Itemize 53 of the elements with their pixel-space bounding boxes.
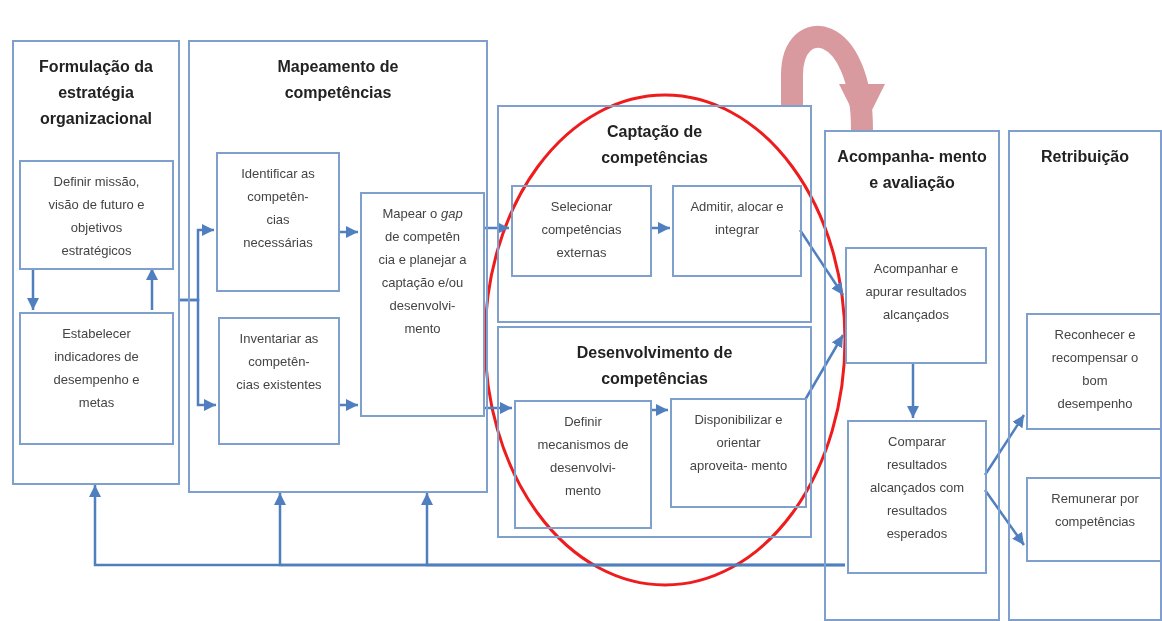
process-box bbox=[218, 317, 340, 445]
arrow bbox=[27, 268, 39, 310]
panel-heading: Captação de competências bbox=[600, 122, 709, 168]
box-text: Disponibilizar e orientar aproveita- mento bbox=[688, 411, 789, 475]
process-box bbox=[511, 185, 652, 277]
process-box bbox=[360, 192, 485, 417]
arrow bbox=[421, 493, 845, 567]
panel-heading: Mapeamento de competências bbox=[276, 57, 400, 103]
box-text: Admitir, alocar e integrar bbox=[690, 198, 784, 239]
box-text: Remunerar por competências bbox=[1050, 490, 1140, 531]
process-box bbox=[845, 247, 987, 364]
arrow bbox=[983, 414, 1026, 476]
arrow bbox=[650, 404, 668, 416]
box-text: Definir missão, visão de futuro e objetivos estratégicos bbox=[47, 173, 146, 260]
stage-panel bbox=[188, 40, 488, 493]
panel-heading: Acompanha- mento e avaliação bbox=[836, 147, 988, 193]
process-box bbox=[1026, 313, 1162, 430]
panel-heading: Desenvolvimento de competências bbox=[575, 343, 734, 389]
process-box bbox=[670, 398, 807, 508]
box-text: Definir mecanismos de desenvolvi- mento bbox=[536, 413, 630, 500]
arrow bbox=[650, 222, 670, 234]
arrow bbox=[483, 402, 512, 414]
process-box bbox=[19, 160, 174, 270]
box-text: Estabelecer indicadores de desempenho e metas bbox=[52, 325, 141, 412]
stage-panel bbox=[497, 105, 812, 323]
box-text: Acompanhar e apurar resultados alcançados bbox=[864, 260, 968, 324]
curved-arrow bbox=[781, 26, 883, 131]
box-text: Identificar as competên- cias necessárias bbox=[240, 165, 316, 252]
box-text: Mapear o gap de competên cia e planejar a captação e/ou desenvolvi- mento bbox=[378, 205, 467, 338]
arrow bbox=[907, 362, 919, 418]
stage-panel bbox=[497, 326, 812, 538]
box-text: Inventariar as competên- cias existentes bbox=[236, 330, 322, 394]
arrow bbox=[146, 268, 158, 310]
stage-panel bbox=[824, 130, 1000, 621]
stage-panel bbox=[1008, 130, 1162, 621]
arrow bbox=[338, 399, 358, 411]
box-text: Selecionar competências externas bbox=[540, 198, 623, 262]
panel-heading: Retribuição bbox=[1041, 147, 1129, 167]
arrow bbox=[338, 226, 358, 238]
box-text: Reconhecer e recompensar o bom desempenho bbox=[1050, 326, 1140, 413]
process-box bbox=[216, 152, 340, 292]
process-box bbox=[514, 400, 652, 529]
arrow bbox=[180, 298, 216, 411]
panel-heading: Formulação da estratégia organizacional bbox=[38, 57, 154, 129]
process-box bbox=[672, 185, 802, 277]
process-box bbox=[847, 420, 987, 574]
process-box bbox=[19, 312, 174, 445]
box-text: Comparar resultados alcançados com resultados esperados bbox=[869, 433, 965, 543]
process-box bbox=[1026, 477, 1162, 562]
arrow bbox=[483, 222, 509, 234]
arrow bbox=[984, 489, 1025, 546]
arrow bbox=[803, 334, 845, 401]
stage-panel bbox=[12, 40, 180, 485]
